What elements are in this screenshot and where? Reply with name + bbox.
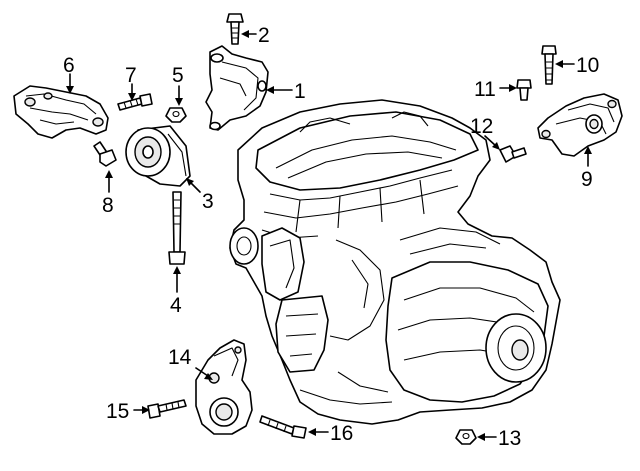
part-3-mount-bushing bbox=[125, 125, 191, 187]
callout-7: 7 bbox=[125, 64, 137, 87]
part-13-nut bbox=[455, 429, 477, 445]
callout-11: 11 bbox=[474, 78, 496, 101]
leader-lines bbox=[66, 30, 592, 441]
callout-4: 4 bbox=[170, 294, 182, 317]
part-16-bolt bbox=[259, 415, 307, 439]
callout-9: 9 bbox=[581, 168, 593, 191]
callout-2: 2 bbox=[258, 24, 270, 47]
part-15-bolt bbox=[147, 399, 187, 419]
callout-15: 15 bbox=[106, 400, 129, 423]
callout-13: 13 bbox=[498, 427, 521, 450]
part-5-nut bbox=[165, 107, 187, 123]
part-1-engine-mount-bracket bbox=[205, 45, 269, 131]
part-9-transmission-mount bbox=[537, 93, 623, 157]
part-7-bolt bbox=[117, 93, 153, 111]
callout-numbers: 1 2 3 4 5 6 7 8 9 10 11 12 13 14 15 16 bbox=[63, 24, 599, 450]
callout-1: 1 bbox=[294, 80, 306, 103]
callout-14: 14 bbox=[168, 346, 192, 369]
callout-16: 16 bbox=[330, 422, 353, 445]
callout-5: 5 bbox=[172, 64, 184, 87]
part-2-bolt bbox=[226, 13, 244, 45]
part-11-bolt bbox=[516, 79, 532, 101]
part-10-bolt bbox=[541, 45, 557, 85]
part-12-bolt bbox=[499, 145, 527, 163]
engine-transaxle-assembly bbox=[229, 99, 561, 425]
part-8-bolt bbox=[93, 141, 117, 167]
callout-6: 6 bbox=[63, 54, 75, 77]
callout-10: 10 bbox=[576, 54, 599, 77]
callout-3: 3 bbox=[202, 190, 214, 213]
callout-12: 12 bbox=[470, 115, 493, 138]
part-4-through-bolt bbox=[168, 191, 186, 265]
part-14-lower-mount bbox=[195, 339, 253, 435]
callout-8: 8 bbox=[102, 194, 114, 217]
part-6-mount-bracket bbox=[13, 85, 109, 139]
